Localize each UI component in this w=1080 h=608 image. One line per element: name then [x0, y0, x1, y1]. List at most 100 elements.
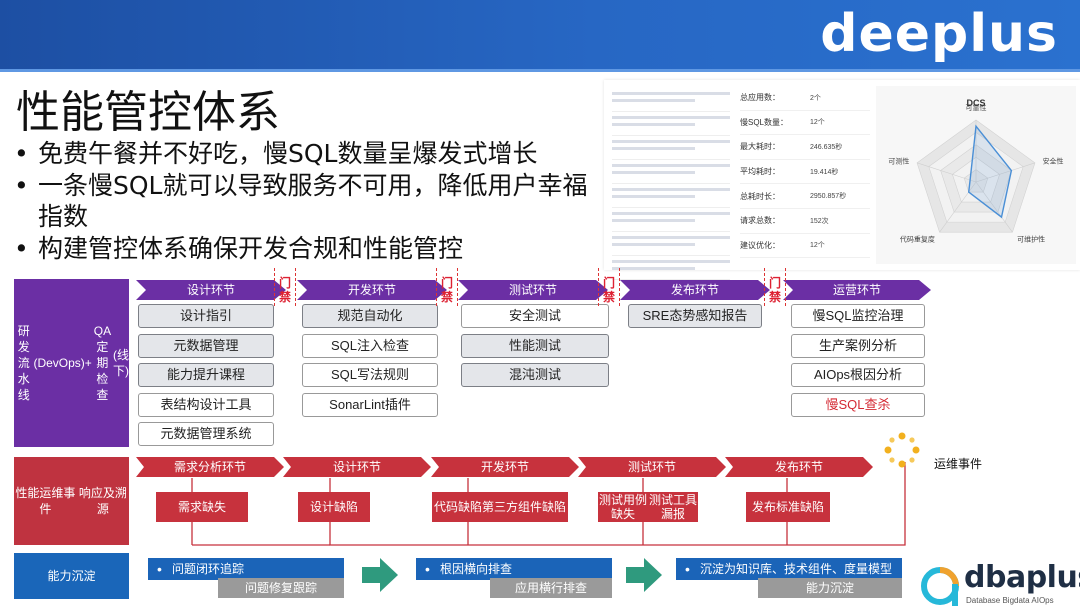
defect-line: 设计缺陷: [309, 500, 358, 514]
radar-axis-line: [975, 162, 1036, 183]
stat-label: 请求总数：: [740, 216, 780, 226]
pipeline-item-box: SonarLint插件: [302, 392, 438, 417]
incident-stage-arrow: 需求分析环节: [136, 457, 284, 477]
pipeline-stage-arrow: 测试环节: [458, 280, 608, 300]
incident-stage-arrow: 发布环节: [725, 457, 873, 477]
defect-line: 需求缺失: [177, 500, 226, 514]
stat-value: 12个: [810, 119, 825, 127]
stat-label: 总耗时长：: [740, 191, 780, 201]
pipeline-item-box: 混沌测试: [461, 363, 609, 387]
metric-row: [612, 212, 730, 232]
pipeline-item-box: 规范自动化: [302, 304, 438, 328]
pipeline-item-box: SQL注入检查: [302, 333, 438, 358]
gate-marker: 门禁: [598, 268, 620, 306]
pipeline-label-line: (DevOps): [33, 356, 85, 370]
pipeline-label-line: (线下): [113, 348, 129, 378]
stat-label: 总应用数：: [740, 93, 780, 103]
defect-box: 测试用例缺失测试工具漏报: [598, 492, 698, 522]
stat-label: 建议优化：: [740, 240, 780, 250]
pipeline-label-line: 研发流水线: [17, 324, 30, 402]
dbaplus-logo: dbaplus Database Bigdata AIOps: [918, 560, 1080, 608]
gate-marker: 门禁: [764, 268, 786, 306]
pipeline-item-box: 生产案例分析: [791, 333, 925, 358]
dashboard-metric-list: [612, 88, 730, 280]
dbaplus-tagline: Database Bigdata AIOps: [966, 596, 1054, 605]
radar-axis-label: 可测性: [888, 156, 909, 165]
bullet-item: 免费午餐并不好吃，慢SQL数量呈爆发式增长: [10, 138, 600, 169]
defect-box: 发布标准缺陷: [746, 492, 830, 522]
incident-stage-arrow: 开发环节: [431, 457, 579, 477]
stat-label: 最大耗时：: [740, 142, 780, 152]
pipeline-stage-arrow: 发布环节: [620, 280, 770, 300]
radar-axis-label: 代码重复度: [900, 235, 935, 244]
radar-axis-line: [916, 162, 977, 183]
stat-value: 19.414秒: [810, 168, 839, 176]
arrow-right-icon: [362, 558, 398, 592]
stat-value: 2950.857秒: [810, 193, 847, 201]
metric-row: [612, 188, 730, 208]
stat-value: 2个: [810, 94, 821, 102]
stat-row: 请求总数： 152次: [740, 209, 870, 234]
defect-line: 第三方组件缺陷: [482, 500, 567, 514]
incident-label-line: 响应及溯源: [78, 486, 127, 516]
capability-section-label: 能力沉淀: [14, 553, 129, 599]
defect-box: 需求缺失: [156, 492, 248, 522]
dbaplus-logo-text: dbaplus: [964, 560, 1080, 595]
incident-stage-arrow: 测试环节: [578, 457, 726, 477]
pipeline-label-line: QA定期检查: [93, 324, 112, 402]
arrow-right-icon: [626, 558, 662, 592]
metric-row: [612, 236, 730, 256]
pipeline-item-box: 能力提升课程: [138, 363, 274, 387]
radar-series: [967, 124, 1013, 219]
defect-line: 测试用例缺失: [598, 493, 647, 521]
incident-section-label: 性能运维事件响应及溯源: [14, 457, 129, 545]
radar-axis-label: 可靠性: [966, 103, 987, 112]
dashboard-screenshot: 总应用数： 2个 慢SQL数量： 12个 最大耗时： 246.635秒 平均耗时：19…: [604, 80, 1080, 280]
metric-row: [612, 92, 730, 112]
pipeline-item-box: AIOps根因分析: [791, 363, 925, 387]
pipeline-item-box: 性能测试: [461, 333, 609, 358]
header-band: deeplus: [0, 0, 1080, 72]
pipeline-item-box: SRE态势感知报告: [628, 304, 762, 328]
dashboard-stats: 总应用数： 2个 慢SQL数量： 12个 最大耗时： 246.635秒 平均耗时：19…: [740, 86, 870, 259]
bullet-list: 免费午餐并不好吃，慢SQL数量呈爆发式增长 一条慢SQL就可以导致服务不可用，降…: [10, 138, 600, 265]
stat-row: 慢SQL数量： 12个: [740, 111, 870, 136]
stat-row: 总应用数： 2个: [740, 86, 870, 111]
bullet-item: 一条慢SQL就可以导致服务不可用，降低用户幸福指数: [10, 170, 600, 232]
pipeline-stage-arrow: 开发环节: [297, 280, 447, 300]
dbaplus-mark-icon: [921, 567, 959, 606]
pipeline-item-box: 慢SQL查杀: [791, 392, 925, 417]
pipeline-item-box: 安全测试: [461, 304, 609, 328]
gate-marker: 门禁: [274, 268, 296, 306]
incident-stage-arrow: 设计环节: [283, 457, 431, 477]
radar-title: DCS: [966, 98, 985, 108]
radar-axis-line: [975, 181, 1013, 233]
pipeline-stage-arrow: 运营环节: [783, 280, 931, 300]
defect-line: 发布标准缺陷: [751, 500, 824, 514]
stat-row: 总耗时长： 2950.857秒: [740, 184, 870, 209]
stat-value: 152次: [810, 217, 829, 225]
pipeline-item-box: 元数据管理: [138, 333, 274, 358]
stat-value: 246.635秒: [810, 143, 843, 151]
pipeline-stage-arrow: 设计环节: [136, 280, 286, 300]
radar-axis-line: [939, 181, 977, 233]
stat-label: 慢SQL数量：: [740, 117, 789, 127]
incident-label-line: 性能运维事件: [15, 486, 76, 516]
ops-event-icon: [884, 432, 920, 468]
pipeline-item-box: 设计指引: [138, 304, 274, 328]
stat-row: 建议优化： 12个: [740, 234, 870, 259]
metric-row: [612, 116, 730, 136]
defect-line: 测试工具漏报: [648, 493, 697, 521]
metric-row: [612, 260, 730, 280]
pipeline-section-label: 研发流水线(DevOps)+QA定期检查(线下): [14, 279, 129, 447]
ops-event-label: 运维事件: [934, 457, 983, 471]
metric-row: [612, 140, 730, 160]
capability-item: 问题闭环追踪: [148, 558, 344, 580]
bullet-item: 构建管控体系确保开发合规和性能管控: [10, 233, 600, 264]
stat-value: 12个: [810, 242, 825, 250]
page-title: 性能管控体系: [16, 87, 280, 138]
capability-sub-item: 能力沉淀: [758, 578, 902, 598]
metric-row: [612, 164, 730, 184]
stat-row: 平均耗时：19.414秒: [740, 160, 870, 185]
